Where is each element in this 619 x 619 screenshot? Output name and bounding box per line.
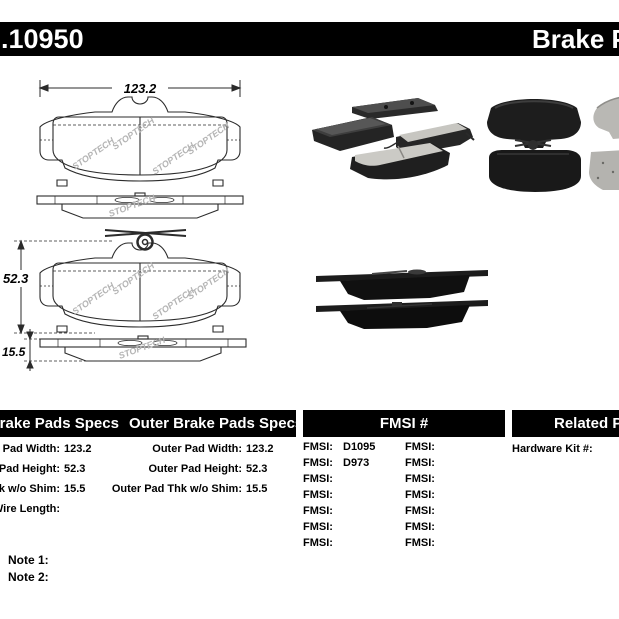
fmsi-row: FMSI: — [405, 455, 445, 471]
spec-row: Inner Pad Thk w/o Shim: 15.5 — [0, 479, 92, 499]
fmsi-label: FMSI: — [303, 489, 333, 501]
fmsi-row: FMSI: — [303, 487, 375, 503]
spec-label: Sensor Wire Length: — [0, 503, 60, 515]
fmsi-row: FMSI: D1095 — [303, 439, 375, 455]
related-parts-header-bar — [512, 410, 619, 437]
fmsi-label: FMSI: — [405, 457, 435, 469]
spring-clip — [104, 229, 187, 251]
spec-label: Outer Pad Width: — [152, 443, 242, 455]
fmsi-label: FMSI: — [303, 505, 333, 517]
dim-thickness-label: 15.5 — [2, 345, 26, 359]
fmsi-label: FMSI: — [405, 537, 435, 549]
fmsi-row: FMSI: — [405, 535, 445, 551]
spec-value: 123.2 — [64, 443, 92, 455]
dimension-height — [0, 239, 112, 335]
spec-label: Inner Pad Width: — [0, 443, 60, 455]
inner-specs-header: Inner Brake Pads Specs — [0, 415, 119, 432]
note-row: Note 1: — [8, 552, 49, 569]
dim-height-label: 52.3 — [3, 271, 29, 286]
fmsi-row: FMSI: — [405, 503, 445, 519]
spec-value: 52.3 — [246, 463, 268, 475]
fmsi-row: FMSI: — [303, 535, 375, 551]
spec-value: 15.5 — [246, 483, 268, 495]
fmsi-row: FMSI: — [405, 519, 445, 535]
spec-label: Inner Pad Height: — [0, 463, 60, 475]
spec-label: Outer Pad Thk w/o Shim: — [111, 483, 242, 495]
fmsi-label: FMSI: — [405, 489, 435, 501]
photo-pads-edge — [316, 269, 488, 329]
fmsi-label: FMSI: — [303, 537, 333, 549]
related-row: Hardware Kit #: — [512, 439, 599, 459]
outer-specs-header: Outer Brake Pads Specs — [129, 415, 304, 432]
notes: Note 1: Note 2: — [8, 552, 49, 586]
spec-value: 123.2 — [246, 443, 274, 455]
spec-row: Outer Pad Thk w/o Shim: 15.5 — [92, 479, 274, 499]
part-number: .10950 — [1, 24, 84, 54]
fmsi-row: FMSI: — [405, 471, 445, 487]
spec-row: Inner Pad Width: 123.2 — [0, 439, 92, 459]
technical-drawing: STOPTECH 123.2 — [0, 78, 247, 371]
fmsi-value: D973 — [343, 457, 370, 469]
fmsi-row: FMSI: D973 — [303, 455, 375, 471]
fmsi-row: FMSI: — [303, 503, 375, 519]
spec-row: Sensor Wire Length: — [0, 499, 92, 519]
fmsi-row: FMSI: — [303, 519, 375, 535]
note-row: Note 2: — [8, 569, 49, 586]
related-parts-header: Related Parts — [554, 415, 619, 432]
fmsi-header-bar — [303, 410, 505, 437]
spec-label: Inner Pad Thk w/o Shim: — [0, 483, 60, 495]
fmsi-row: FMSI: — [303, 471, 375, 487]
dimension-width — [38, 78, 242, 97]
fmsi-value: D1095 — [343, 441, 376, 453]
related-parts-rows: Hardware Kit #: — [512, 439, 599, 459]
related-label: Hardware Kit #: — [512, 443, 593, 455]
fmsi-label: FMSI: — [303, 457, 333, 469]
fmsi-col1: FMSI: D1095 FMSI: D973 FMSI: FMSI: FMSI:… — [303, 439, 375, 551]
fmsi-label: FMSI: — [303, 473, 333, 485]
fmsi-row: FMSI: — [405, 439, 445, 455]
dimension-thickness — [0, 329, 150, 371]
fmsi-label: FMSI: — [405, 505, 435, 517]
fmsi-label: FMSI: — [303, 521, 333, 533]
fmsi-col2: FMSI: FMSI: FMSI: FMSI: FMSI: FMSI: FMSI… — [405, 439, 445, 551]
spec-value: 52.3 — [64, 463, 86, 475]
photo-pads-angled — [312, 98, 475, 180]
title-bar — [0, 22, 619, 56]
pads-specs-header-bar — [0, 410, 296, 437]
note-label: Note 2: — [8, 570, 49, 584]
spec-row: Inner Pad Height: 52.3 — [0, 459, 92, 479]
fmsi-label: FMSI: — [405, 521, 435, 533]
fmsi-label: FMSI: — [405, 441, 435, 453]
photo-pads-grid — [487, 96, 619, 192]
fmsi-row: FMSI: — [405, 487, 445, 503]
dim-width-label: 123.2 — [124, 81, 157, 96]
inner-specs-rows: Inner Pad Width: 123.2 Inner Pad Height:… — [0, 439, 92, 519]
spec-value: 15.5 — [64, 483, 86, 495]
spec-row: Outer Pad Height: 52.3 — [92, 459, 274, 479]
page-title: Brake Pads — [532, 24, 619, 54]
fmsi-label: FMSI: — [405, 473, 435, 485]
spec-label: Outer Pad Height: — [148, 463, 242, 475]
fmsi-header: FMSI # — [379, 415, 429, 432]
spec-row: Outer Pad Width: 123.2 — [92, 439, 274, 459]
note-label: Note 1: — [8, 553, 49, 567]
fmsi-label: FMSI: — [303, 441, 333, 453]
outer-specs-rows: Outer Pad Width: 123.2 Outer Pad Height:… — [92, 439, 274, 499]
